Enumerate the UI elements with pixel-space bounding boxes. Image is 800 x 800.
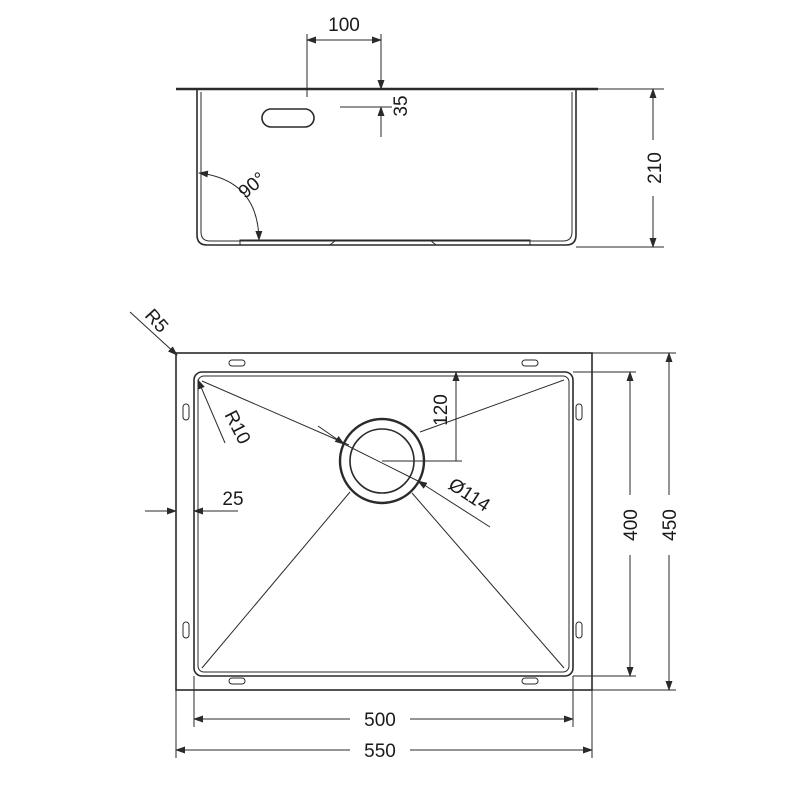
leader-drain-diameter-upper [317,425,345,445]
angle-arc [198,170,263,241]
inner-bowl-edge [197,375,570,673]
leader-drain-diameter-lower [417,480,491,528]
mounting-slot [521,677,539,685]
dim-inner-width: 500 [364,710,396,731]
top-view: R5 R10 25 120 Ø114 400 450 [129,305,681,762]
slope-line [201,491,351,669]
side-bowl-outline [196,89,577,246]
dim-drain-diameter: Ø114 [444,474,494,516]
outer-flange [175,352,593,691]
dim-outer-depth: 450 [660,509,681,541]
dim-outer-radius: R5 [140,305,172,337]
mounting-slot [575,621,583,639]
mounting-slot [182,621,190,639]
slope-line [201,380,350,446]
dim-overflow-height: 35 [391,95,412,116]
leader-outer-radius [129,311,178,356]
leader-inner-radius [197,379,226,444]
side-view: 100 35 210 90° [176,15,666,248]
leader-drain-diameter-through [343,443,419,482]
mounting-slot [521,359,539,367]
mounting-slot [228,677,246,685]
mounting-slots [182,359,583,685]
dim-drain-offset: 120 [431,394,452,426]
dim-wall-angle: 90° [235,169,271,204]
dim-inner-depth: 400 [621,509,642,541]
dim-outer-width: 550 [364,741,396,762]
overflow-slot [261,108,315,128]
side-bottom-ridge [239,239,531,246]
slope-line [411,492,565,669]
slope-line [419,379,565,433]
dim-overflow-offset: 100 [328,15,360,36]
inner-bowl [193,371,574,677]
mounting-slot [228,359,246,367]
dim-depth: 210 [645,152,666,184]
slope-lines [201,379,565,669]
mounting-slot [575,403,583,421]
mounting-slot [182,403,190,421]
dim-flange-width: 25 [222,489,243,510]
